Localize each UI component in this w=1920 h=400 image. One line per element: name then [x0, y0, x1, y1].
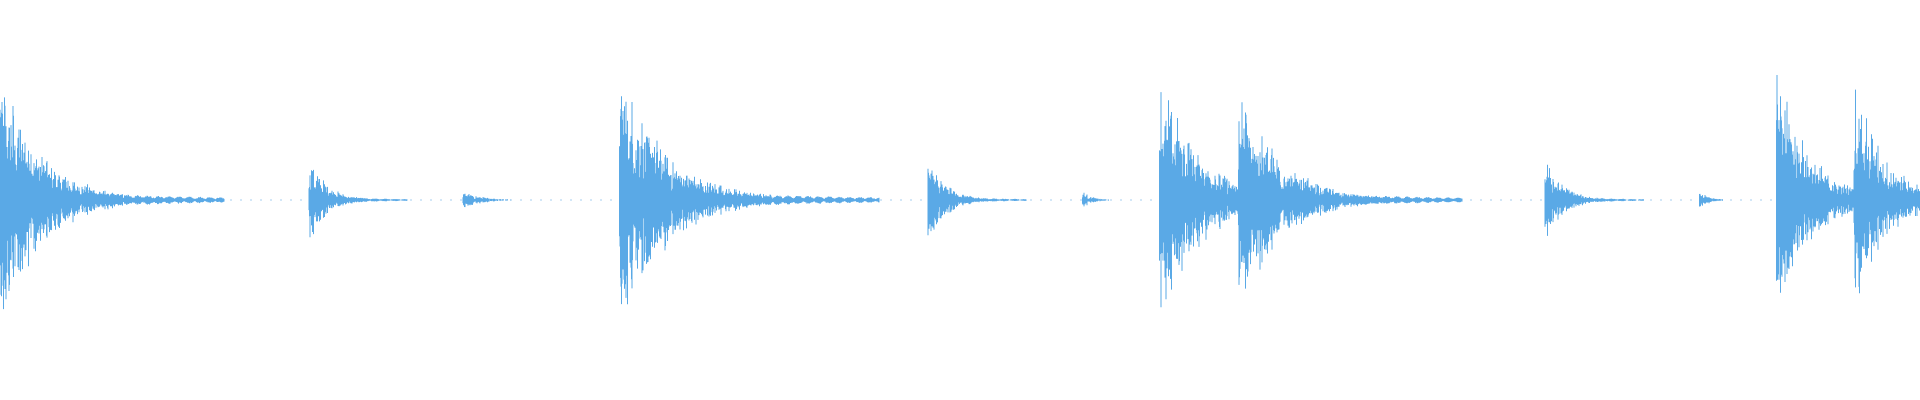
- waveform-trace: [0, 75, 1920, 310]
- waveform-path: [0, 75, 1920, 310]
